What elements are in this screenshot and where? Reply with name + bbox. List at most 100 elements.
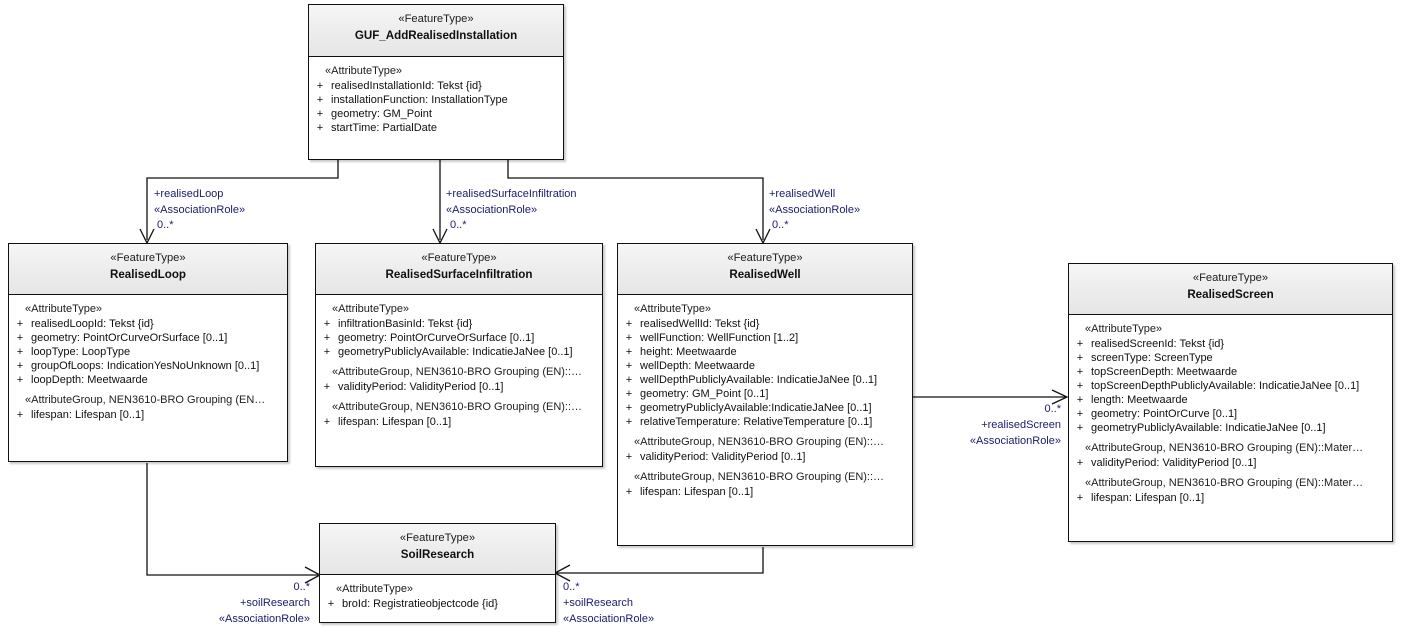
attribute-group-label: «AttributeGroup, NEN3610-BRO Grouping (E…: [332, 366, 583, 378]
attribute-text: geometryPubliclyAvailable: IndicatieJaNe…: [1091, 422, 1326, 434]
attribute-group-label: «AttributeGroup, NEN3610-BRO Grouping (E…: [1085, 477, 1364, 489]
assoc-label-soilresearch-right: +soilResearch «AssociationRole»: [563, 596, 654, 627]
attribute-text: lifespan: Lifespan [0..1]: [338, 416, 452, 428]
attribute-text: realisedInstallationId: Tekst {id}: [331, 80, 482, 92]
class-realisedscreen[interactable]: «FeatureType» RealisedScreen «AttributeT…: [1068, 263, 1393, 542]
assoc-stereotype: «AssociationRole»: [446, 203, 538, 216]
visibility-marker: +: [16, 346, 24, 358]
attribute-row: + relativeTemperature: RelativeTemperatur…: [618, 415, 912, 429]
visibility-marker: +: [1076, 492, 1084, 504]
visibility-marker: +: [316, 122, 324, 134]
class-realisedsurfaceinfiltration[interactable]: «FeatureType» RealisedSurfaceInfiltratio…: [315, 243, 603, 467]
attribute-row: +wellFunction: WellFunction [1..2]: [618, 331, 912, 345]
visibility-marker: +: [1076, 457, 1084, 469]
visibility-marker: +: [625, 451, 633, 463]
attribute-row: +validityPeriod: ValidityPeriod [0..1]: [618, 450, 912, 464]
attribute-text: geometryPubliclyAvailable: IndicatieJaNe…: [338, 346, 573, 358]
assoc-multiplicity-realisedwell: 0..*: [772, 219, 789, 231]
assoc-multiplicity-realisedscreen: 0..*: [1044, 403, 1061, 415]
arrowhead-realisedwell: [755, 228, 771, 245]
attribute-text: screenType: ScreenType: [1091, 352, 1213, 364]
class-stereotype: «FeatureType»: [398, 13, 474, 25]
visibility-marker: +: [16, 374, 24, 386]
visibility-marker: +: [323, 318, 331, 330]
attribute-text: geometryPubliclyAvailable:IndicatieJaNee…: [640, 402, 872, 414]
visibility-marker: +: [625, 360, 633, 372]
attribute-text: geometry: GM_Point [0..1]: [640, 388, 769, 400]
attribute-group-label: «AttributeType»: [25, 303, 103, 315]
attribute-row: + lifespan: Lifespan [0..1]: [1069, 491, 1392, 505]
visibility-marker: +: [323, 416, 331, 428]
class-soilresearch[interactable]: «FeatureType» SoilResearch «AttributeTyp…: [319, 523, 556, 623]
attribute-group-label: «AttributeType»: [336, 583, 414, 595]
visibility-marker: +: [1076, 338, 1084, 350]
class-stereotype: «FeatureType»: [399, 532, 476, 544]
attribute-text: topScreenDepth: Meetwaarde: [1091, 366, 1238, 378]
class-stereotype: «FeatureType»: [421, 252, 497, 264]
attribute-row: +geometry: GM_Point: [309, 107, 563, 121]
visibility-marker: +: [625, 416, 633, 428]
visibility-marker: +: [1076, 394, 1084, 406]
class-header: «FeatureType» RealisedScreen: [1069, 264, 1392, 315]
assoc-stereotype: «AssociationRole»: [563, 612, 655, 625]
attribute-row: + geometryPubliclyAvailable: IndicatieJaN…: [1069, 421, 1392, 435]
attribute-row: +validityPeriod: ValidityPeriod [0..1]: [1069, 456, 1392, 470]
visibility-marker: +: [625, 388, 633, 400]
assoc-stereotype: «AssociationRole»: [969, 434, 1061, 447]
attribute-row: + infiltrationBasinId: Tekst {id}: [316, 317, 602, 331]
class-realisedwell[interactable]: «FeatureType» RealisedWell «AttributeTyp…: [617, 243, 913, 546]
attribute-text: topScreenDepthPubliclyAvailable: Indicat…: [1091, 380, 1360, 392]
attribute-text: realisedScreenId: Tekst {id}: [1091, 338, 1225, 350]
class-title: RealisedScreen: [1187, 287, 1274, 301]
attribute-text: lifespan: Lifespan [0..1]: [640, 486, 754, 498]
arrowhead-realisedloop: [139, 228, 155, 245]
attribute-row: + loopDepth: Meetwaarde: [9, 373, 287, 387]
assoc-multiplicity-realisedsurfaceinfiltration: 0..*: [450, 219, 467, 231]
attribute-text: relativeTemperature: RelativeTemperature…: [640, 416, 873, 428]
assoc-role-name: +realisedSurfaceInfiltration: [446, 188, 577, 200]
attribute-group-label: «AttributeType»: [325, 65, 403, 77]
class-realisedloop[interactable]: «FeatureType» RealisedLoop «AttributeTyp…: [8, 243, 288, 462]
attribute-row: + realisedScreenId: Tekst {id}: [1069, 337, 1392, 351]
attribute-row: +realisedLoopId: Tekst {id}: [9, 317, 287, 331]
attribute-text: loopDepth: Meetwaarde: [31, 374, 148, 386]
attribute-row: +validityPeriod: ValidityPeriod [0..1]: [316, 380, 602, 394]
assoc-role-name: +realisedWell: [769, 188, 836, 200]
attribute-text: geometry: PointOrCurveOrSurface [0..1]: [31, 332, 228, 344]
class-guf-addrealisedinstallation[interactable]: «FeatureType» GUF_AddRealisedInstallatio…: [308, 4, 564, 160]
attribute-row: +installationFunction: InstallationType: [309, 93, 563, 107]
assoc-multiplicity-soilresearch-left: 0..*: [293, 581, 310, 593]
attribute-text: lifespan: Lifespan [0..1]: [1091, 492, 1205, 504]
visibility-marker: +: [316, 94, 324, 106]
class-header: «FeatureType» RealisedWell: [618, 244, 912, 295]
assoc-stereotype: «AssociationRole»: [769, 203, 861, 216]
attribute-text: length: Meetwaarde: [1091, 394, 1188, 406]
visibility-marker: +: [323, 381, 331, 393]
class-attributes: «AttributeType» +infiltrationBasinId: Te…: [316, 295, 602, 436]
visibility-marker: +: [323, 332, 331, 344]
attribute-row: + loopType: LoopType: [9, 345, 287, 359]
attribute-row: +lifespan: Lifespan [0..1]: [618, 485, 912, 499]
visibility-marker: +: [1076, 422, 1084, 434]
visibility-marker: +: [1076, 366, 1084, 378]
assoc-stereotype: «AssociationRole»: [154, 203, 246, 216]
assoc-label-realisedwell: +realisedWell «AssociationRole»: [769, 187, 860, 218]
attribute-text: infiltrationBasinId: Tekst {id}: [338, 318, 473, 330]
class-stereotype: «FeatureType»: [1192, 272, 1269, 284]
attribute-group-label: «AttributeGroup, NEN3610-BRO Grouping (E…: [1085, 442, 1364, 454]
class-header: «FeatureType» GUF_AddRealisedInstallatio…: [309, 5, 563, 57]
attribute-group-label: «AttributeGroup, NEN3610-BRO Grouping (E…: [634, 471, 885, 483]
assoc-label-realisedscreen: +realisedScreen «AssociationRole»: [941, 418, 1061, 449]
attribute-group-label: «AttributeGroup, NEN3610-BRO Grouping (E…: [25, 394, 266, 406]
attribute-text: loopType: LoopType: [31, 346, 131, 358]
attribute-row: +geometry: PointOrCurveOrSurface [0..1]: [316, 331, 602, 345]
attribute-row: +topScreenDepthPubliclyAvailable: Indica…: [1069, 379, 1392, 393]
attribute-text: geometry: GM_Point: [331, 108, 432, 120]
attribute-row: +height: Meetwaarde: [618, 345, 912, 359]
attribute-row: +broId: Registratieobjectcode {id}: [320, 597, 555, 611]
class-title: SoilResearch: [400, 547, 475, 561]
visibility-marker: +: [625, 332, 633, 344]
connector-realisedloop-to-soilresearch: [146, 463, 318, 576]
class-header: «FeatureType» RealisedSurfaceInfiltratio…: [316, 244, 602, 295]
